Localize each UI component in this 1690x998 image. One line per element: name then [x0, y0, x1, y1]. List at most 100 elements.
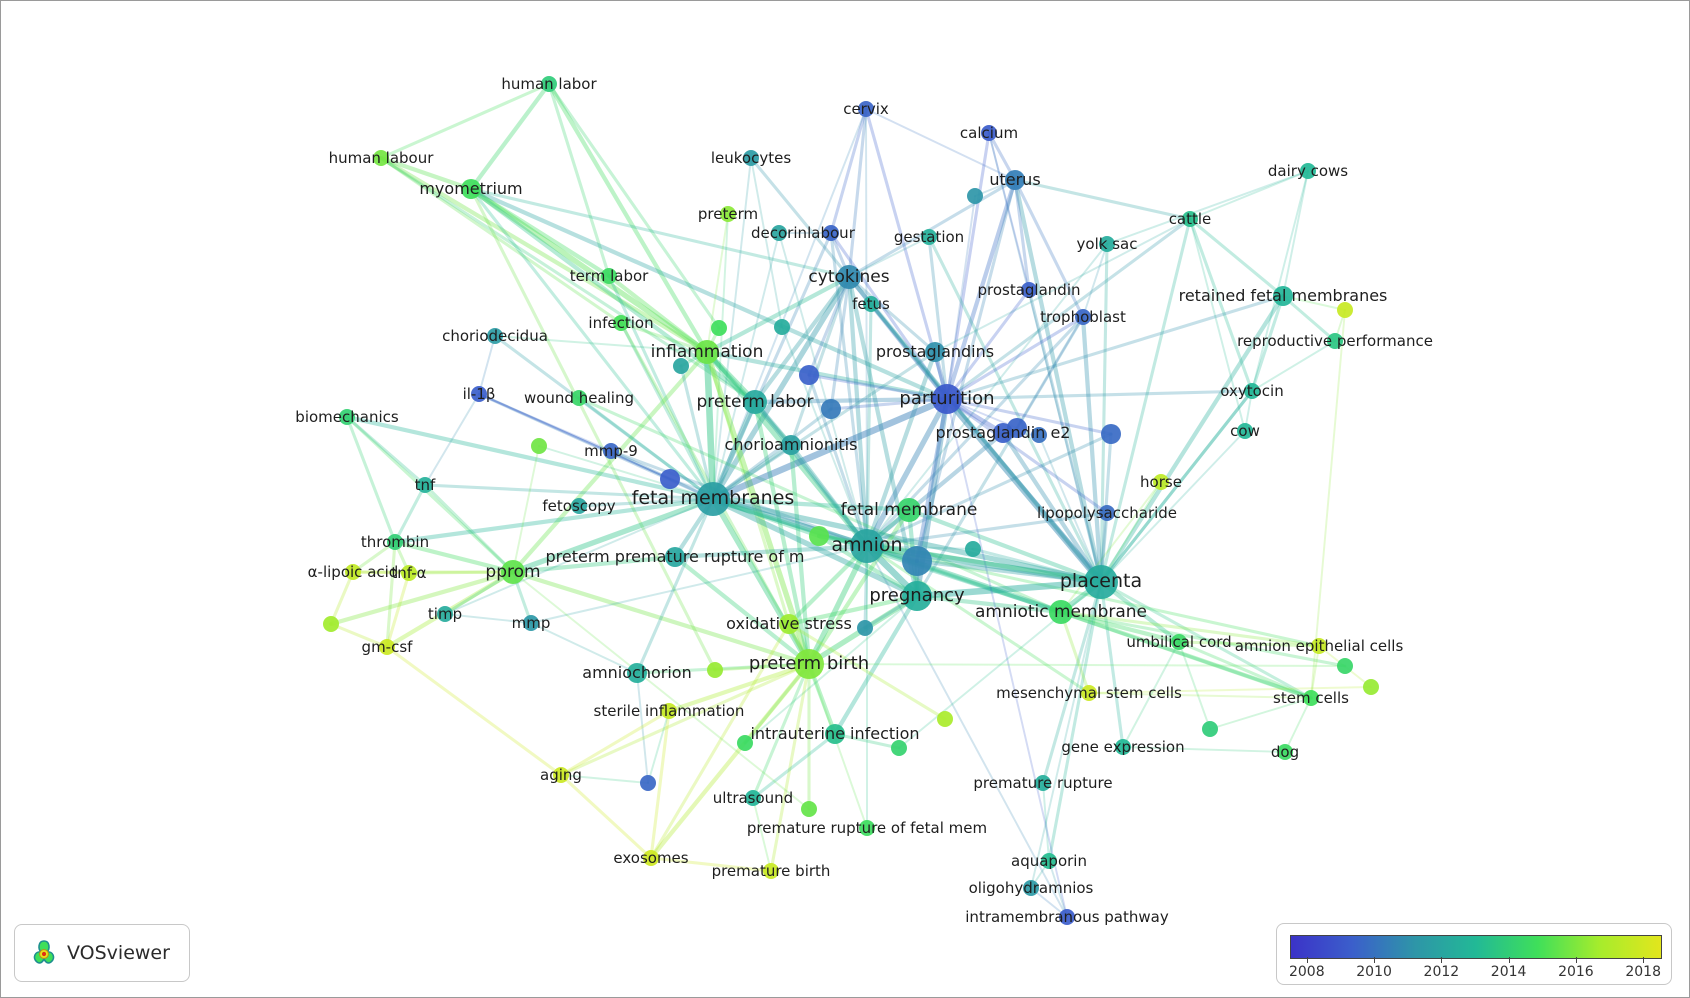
- node-label-sterile-inflammation[interactable]: sterile inflammation: [594, 702, 745, 720]
- node-label-yolk-sac[interactable]: yolk sac: [1077, 235, 1138, 253]
- node-label-aging[interactable]: aging: [540, 766, 582, 784]
- node-label-fetus[interactable]: fetus: [852, 295, 890, 313]
- node-mmp-9[interactable]: [603, 443, 619, 459]
- node-u6[interactable]: [1101, 424, 1121, 444]
- node-stem-cells[interactable]: [1303, 690, 1319, 706]
- node-cervix[interactable]: [858, 101, 874, 117]
- node-u17[interactable]: [531, 438, 547, 454]
- node-label-timp[interactable]: timp: [428, 605, 462, 623]
- node-premature-birth[interactable]: [763, 863, 779, 879]
- node-il-1-[interactable]: [471, 386, 487, 402]
- node-human-labour[interactable]: [373, 150, 389, 166]
- node-label-intramembranous-pathway[interactable]: intramembranous pathway: [965, 908, 1169, 926]
- node-term-labor[interactable]: [601, 268, 617, 284]
- node-u5[interactable]: [660, 469, 680, 489]
- node-amniotic-membrane[interactable]: [1049, 600, 1073, 624]
- node-choriodecidua[interactable]: [487, 328, 503, 344]
- node-label-human-labor[interactable]: human labor: [501, 75, 597, 93]
- node-label-premature-birth[interactable]: premature birth: [712, 862, 831, 880]
- node-label-myometrium[interactable]: myometrium: [419, 179, 522, 198]
- node-u19[interactable]: [1337, 658, 1353, 674]
- node-dog[interactable]: [1277, 744, 1293, 760]
- node-human-labor[interactable]: [541, 76, 557, 92]
- node-label-biomechanics[interactable]: biomechanics: [295, 408, 399, 426]
- node-label-chorioamnionitis[interactable]: chorioamnionitis: [725, 435, 858, 454]
- node-label-reproductive-performance[interactable]: reproductive performance: [1237, 332, 1433, 350]
- node-aging[interactable]: [553, 767, 569, 783]
- node-label-amniotic-membrane[interactable]: amniotic membrane: [975, 602, 1147, 622]
- node-u12[interactable]: [707, 662, 723, 678]
- node-preterm-labor[interactable]: [743, 390, 767, 414]
- node-label-choriodecidua[interactable]: choriodecidua: [442, 327, 548, 345]
- node-oxidative-stress[interactable]: [779, 614, 799, 634]
- node-retained-fetal-membranes[interactable]: [1273, 286, 1293, 306]
- node-label-oxidative-stress[interactable]: oxidative stress: [726, 614, 852, 633]
- node-label-cytokines[interactable]: cytokines: [808, 267, 889, 287]
- node-u4[interactable]: [323, 616, 339, 632]
- node-u13[interactable]: [737, 735, 753, 751]
- node-pregnancy[interactable]: [902, 581, 932, 611]
- node-label-preterm[interactable]: preterm: [698, 205, 758, 223]
- node-label-oxytocin[interactable]: oxytocin: [1220, 382, 1283, 400]
- node-oxytocin[interactable]: [1244, 383, 1260, 399]
- node-u18[interactable]: [1202, 721, 1218, 737]
- node-label-pprom[interactable]: pprom: [485, 562, 540, 582]
- node-labour[interactable]: [823, 225, 839, 241]
- node-tnf[interactable]: [417, 477, 433, 493]
- node-label-cattle[interactable]: cattle: [1169, 210, 1212, 228]
- node-exosomes[interactable]: [643, 850, 659, 866]
- node-mmp[interactable]: [523, 615, 539, 631]
- node-label-trophoblast[interactable]: trophoblast: [1040, 308, 1126, 326]
- node-label-fetoscopy[interactable]: fetoscopy: [542, 497, 615, 515]
- node-label-intrauterine-infection[interactable]: intrauterine infection: [750, 724, 919, 743]
- node-cytokines[interactable]: [837, 265, 861, 289]
- node-aquaporin[interactable]: [1041, 853, 1057, 869]
- node-label-dairy-cows[interactable]: dairy cows: [1268, 162, 1348, 180]
- node-label-prostaglandin-e2[interactable]: prostaglandin e2: [936, 423, 1071, 442]
- node-parturition[interactable]: [932, 384, 962, 414]
- node-u2[interactable]: [821, 399, 841, 419]
- node-u26[interactable]: [857, 620, 873, 636]
- node-sterile-inflammation[interactable]: [661, 703, 677, 719]
- node-uterus[interactable]: [1005, 170, 1025, 190]
- node-label-cow[interactable]: cow: [1230, 422, 1260, 440]
- node-label-lipopolysaccharide[interactable]: lipopolysaccharide: [1037, 504, 1177, 522]
- node-label-mmp-9[interactable]: mmp-9: [584, 442, 638, 460]
- node-amnion[interactable]: [850, 529, 884, 563]
- node-trophoblast[interactable]: [1075, 309, 1091, 325]
- node-u21[interactable]: [640, 775, 656, 791]
- node-label-gestation[interactable]: gestation: [894, 228, 964, 246]
- node-gm-csf[interactable]: [379, 639, 395, 655]
- node-prostaglandins[interactable]: [925, 342, 945, 362]
- node-wound-healing[interactable]: [571, 390, 587, 406]
- node-horse[interactable]: [1153, 474, 1169, 490]
- node-ultrasound[interactable]: [745, 790, 761, 806]
- node-placenta[interactable]: [1084, 565, 1118, 599]
- node-u25[interactable]: [809, 526, 829, 546]
- node-fetal-membrane[interactable]: [897, 498, 921, 522]
- node-label--lipoic-acid[interactable]: α-lipoic acid: [308, 563, 399, 581]
- node-u8[interactable]: [967, 188, 983, 204]
- node-infection[interactable]: [613, 315, 629, 331]
- node-label-stem-cells[interactable]: stem cells: [1273, 689, 1349, 707]
- node-label-exosomes[interactable]: exosomes: [613, 849, 688, 867]
- node-label-gm-csf[interactable]: gm-csf: [362, 638, 414, 656]
- node-calcium[interactable]: [981, 125, 997, 141]
- node-pprom[interactable]: [501, 560, 525, 584]
- node-u24[interactable]: [1031, 427, 1047, 443]
- node-label-human-labour[interactable]: human labour: [329, 149, 435, 167]
- node-inflammation[interactable]: [695, 340, 719, 364]
- node-label-prostaglandin[interactable]: prostaglandin: [977, 281, 1080, 299]
- node-umbilical-cord[interactable]: [1171, 634, 1187, 650]
- node-label-umbilical-cord[interactable]: umbilical cord: [1126, 633, 1231, 651]
- node-prostaglandin[interactable]: [1021, 282, 1037, 298]
- node-decorin[interactable]: [771, 225, 787, 241]
- node-label-thrombin[interactable]: thrombin: [361, 533, 429, 551]
- node-premature-rupture[interactable]: [1035, 775, 1051, 791]
- node-leukocytes[interactable]: [743, 150, 759, 166]
- node-label-parturition[interactable]: parturition: [899, 388, 994, 409]
- node-label-decorin[interactable]: decorin: [751, 224, 807, 242]
- node-u23[interactable]: [1337, 302, 1353, 318]
- node-label-fetal-membranes[interactable]: fetal membranes: [632, 487, 795, 509]
